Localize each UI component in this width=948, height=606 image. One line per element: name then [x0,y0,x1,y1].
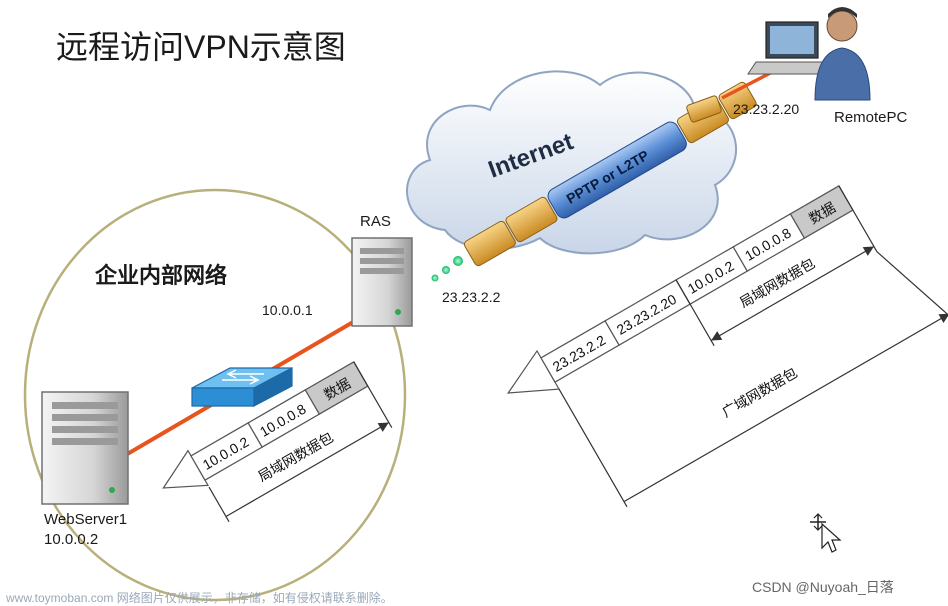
server-ip: 10.0.0.2 [44,531,98,548]
tunnel-segment [718,81,757,120]
watermark-right: CSDN @Nuyoah_日落 [752,579,894,595]
signal-dot [453,256,463,266]
lan-zone-label: 企业内部网络 [94,263,227,288]
ras-server: RAS 10.0.0.1 23.23.2.2 [262,213,501,327]
watermark-left: www.toymoban.com 网络图片仅供展示，非存储，如有侵权请联系删除。 [5,590,393,605]
signal-dot [431,274,439,282]
server-icon [351,237,413,327]
lan-zone-circle [23,188,407,602]
server-name: WebServer1 [44,511,127,528]
server-icon [41,391,129,505]
person-icon [814,7,871,101]
remote-ip: 23.23.2.20 [733,101,799,117]
ras-wan-ip: 23.23.2.2 [442,289,501,305]
cloud-icon [406,70,738,255]
remote-pc: 23.23.2.20 RemotePC [733,7,908,126]
measure-line [225,421,390,518]
cursor-icon [810,513,842,553]
laptop-icon [747,21,838,75]
ras-label: RAS [360,213,391,230]
switch-icon [191,367,293,407]
tunnel-segment [686,95,722,123]
remote-name: RemotePC [834,109,908,126]
tunnel-pipe [547,121,687,219]
page-title: 远程访问VPN示意图 [56,29,346,65]
tunnel-segment [505,196,558,243]
signal-dot [442,266,450,274]
measure-line [710,245,875,342]
ras-lan-ip: 10.0.0.1 [262,302,313,318]
web-server: WebServer1 10.0.0.2 [41,391,129,548]
tunnel-segment [463,220,516,267]
measure-line [623,313,948,503]
outer-caption: 广域网数据包 [719,364,800,420]
vpn-tunnel: PPTP or L2TP [463,81,757,267]
